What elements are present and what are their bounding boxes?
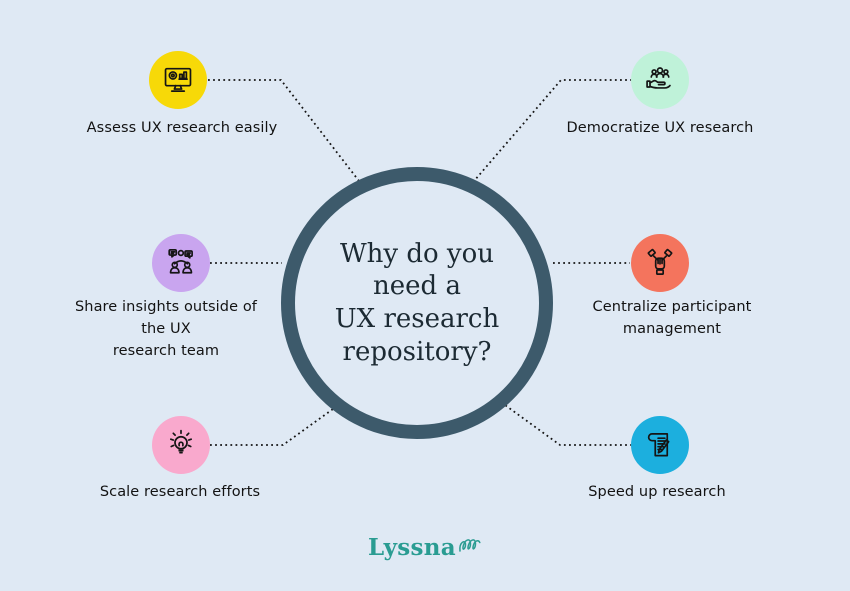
connector-democratize [473, 79, 632, 182]
hands-together-icon [647, 248, 673, 275]
people-discussion-icon [168, 249, 193, 274]
lyssna-logo: Lyssna [0, 534, 850, 561]
lyssna-wordmark: Lyssna [367, 534, 457, 561]
node-label-assess: Assess UX research easily [86, 120, 278, 136]
node-bubble-centralize [631, 234, 689, 292]
node-bubble-share [152, 234, 210, 292]
document-pen-icon [647, 433, 670, 457]
node-label-scale: Scale research efforts [99, 484, 261, 500]
node-bubble-assess [149, 51, 207, 109]
node-bubble-scale [152, 416, 210, 474]
node-label-centralize: Centralize participant management [592, 299, 752, 337]
connector-assess [208, 79, 360, 182]
connector-scale [210, 408, 334, 446]
node-label-speed: Speed up research [588, 484, 726, 500]
monitor-analytics-icon [164, 67, 192, 92]
center-title: Why do you need a UX research repository… [334, 238, 500, 367]
lyssna-coil-icon [459, 538, 481, 552]
lightbulb-icon [169, 429, 193, 454]
connector-speed [504, 404, 632, 446]
node-bubble-speed [631, 416, 689, 474]
node-label-share: Share insights outside of the UX researc… [74, 299, 258, 359]
hand-holding-people-icon [646, 67, 671, 89]
node-bubble-democratize [631, 51, 689, 109]
node-label-democratize: Democratize UX research [566, 120, 754, 136]
